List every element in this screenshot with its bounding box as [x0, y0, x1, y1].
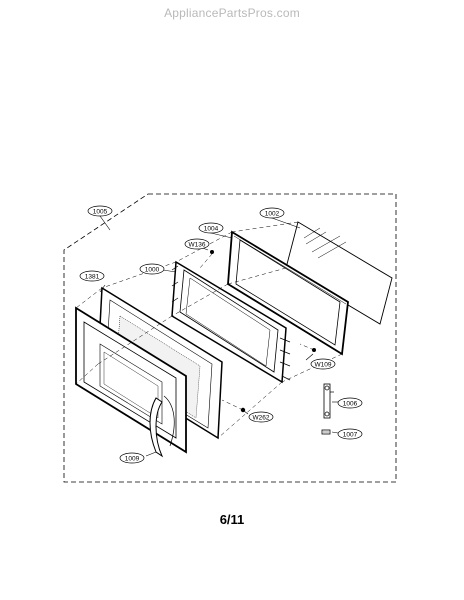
callout-1005: 1005 [87, 205, 113, 217]
callout-w109: W109 [310, 358, 336, 370]
callout-1381: 1381 [79, 270, 105, 282]
callout-1009: 1009 [119, 452, 145, 464]
callout-1004: 1004 [198, 222, 224, 234]
part-1004-frame [227, 230, 349, 356]
assembly-boundary [63, 193, 397, 483]
callout-1007: 1007 [337, 428, 363, 440]
part-1006-latch [323, 383, 334, 419]
callout-1006: 1006 [337, 397, 363, 409]
part-1002-glass [285, 221, 393, 325]
page-number: 6/11 [219, 512, 245, 527]
callout-leaders [99, 215, 339, 457]
watermark: AppliancePartsPros.com [164, 6, 300, 20]
callout-1000: 1000 [139, 263, 165, 275]
part-1000-inner-panel [171, 260, 291, 384]
callout-1004-label: 1004 [204, 225, 219, 232]
callout-1002-label: 1002 [265, 210, 280, 217]
callout-w136: W136 [184, 238, 210, 250]
callout-w136-label: W136 [189, 241, 206, 248]
callout-1002: 1002 [259, 207, 285, 219]
callout-w262: W262 [248, 411, 274, 423]
part-1009-handle [149, 395, 175, 458]
callout-1009-label: 1009 [125, 455, 140, 462]
callout-w262-label: W262 [253, 414, 270, 421]
callout-w109-label: W109 [315, 361, 332, 368]
callout-1005-label: 1005 [93, 208, 108, 215]
callout-1381-label: 1381 [85, 273, 100, 280]
callout-1006-label: 1006 [343, 400, 358, 407]
callout-1000-label: 1000 [145, 266, 160, 273]
callout-1007-label: 1007 [343, 431, 358, 438]
screw-w136 [210, 250, 214, 254]
part-1007-spring [321, 429, 331, 435]
